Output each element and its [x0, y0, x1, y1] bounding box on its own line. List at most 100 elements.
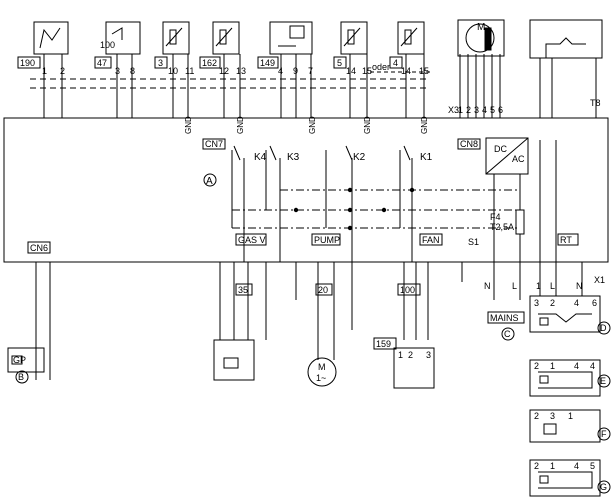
rt-tag [557, 233, 579, 246]
gnd-label-1: GND [184, 116, 193, 134]
mains-wires [461, 262, 521, 300]
sensor-162-pin-1: 12 [219, 66, 229, 76]
relay-wires-left [231, 150, 401, 228]
sensor-47-box [105, 21, 141, 55]
sensor-162-pin-2: 13 [236, 66, 246, 76]
rt-g-pin-4: 5 [590, 461, 595, 471]
gas-valve-coil [223, 357, 239, 369]
circle-f-label: F [601, 429, 607, 439]
mains-n2: N [576, 281, 583, 291]
sensor-3-pin-2: 11 [185, 66, 194, 76]
sensor-47-label: 47 [97, 58, 107, 68]
sensor-47-tag [94, 56, 112, 69]
sensor-4-tag [389, 56, 403, 69]
sensor-149-tag [257, 56, 279, 69]
terminal-35 [235, 283, 253, 296]
sensor-5-pin-1: 14 [346, 66, 356, 76]
circle-f [597, 427, 611, 441]
mains-l: L [512, 281, 517, 291]
cn7-tag [202, 138, 226, 150]
aux-pin-2: 2 [408, 350, 413, 360]
x1-label: X1 [594, 275, 605, 285]
relay-contacts [233, 145, 411, 161]
rt-variant-g-wire [538, 471, 593, 489]
rt-f-pin-3: 1 [568, 411, 573, 421]
circle-e-label: E [600, 376, 606, 386]
junction-dot [347, 225, 353, 231]
sensor-190-box [33, 21, 69, 55]
rt-g-pin-1: 2 [534, 461, 539, 471]
sensor-162-box [212, 21, 240, 55]
sensor-149-pin-2: 9 [293, 66, 298, 76]
sensor-5-tag [333, 56, 347, 69]
rt-f-pin-1: 2 [534, 411, 539, 421]
psu-ac: AC [512, 154, 525, 164]
circle-g [597, 480, 611, 494]
gas-v-tag [235, 233, 267, 246]
rt-variant-e-box [529, 359, 601, 397]
cn7-label: CN7 [205, 139, 223, 149]
relay-k3: K3 [287, 152, 300, 163]
board-label: A [206, 176, 213, 187]
circle-e [597, 374, 611, 388]
rt-e-pin-4: 4 [590, 361, 595, 371]
sensor-wires [43, 54, 597, 118]
rt-variant-g-box [529, 459, 601, 497]
terminal-100-label: 100 [400, 285, 415, 295]
x3-pin-4: 4 [482, 105, 487, 115]
psu-diagonal [485, 137, 529, 175]
sensor-4-pin-2: 15 [419, 66, 429, 76]
control-board [3, 117, 609, 263]
gp-label: GP [13, 355, 26, 365]
sensor-4-box [397, 21, 425, 55]
x3-pin-1: 1 [458, 105, 463, 115]
sensor-162-element [219, 29, 227, 45]
rt-variant-g-tag [539, 475, 549, 484]
sensor-4-arrow [400, 27, 418, 47]
fan-output-wires [403, 262, 429, 340]
gas-valve-wires [219, 262, 267, 340]
t8-box [529, 19, 603, 59]
gp-tag [11, 355, 23, 365]
sensor-190-symbol [39, 27, 61, 49]
relay-k2: K2 [353, 152, 366, 163]
sensor-149-pin-3: 7 [308, 66, 313, 76]
junction-dot [293, 207, 299, 213]
circle-d [597, 321, 611, 335]
pump-tag [311, 233, 341, 246]
gas-v-label: GAS V [238, 235, 266, 245]
fuse-f4 [515, 209, 525, 235]
switch-s1: S1 [468, 237, 479, 247]
sensor-47-pin-1: 3 [115, 66, 120, 76]
rt-variant-f-tag [543, 423, 557, 435]
x3-pin-2: 2 [466, 105, 471, 115]
sensor-190-pin-2: 2 [60, 66, 65, 76]
fan-motor-circle [465, 23, 495, 53]
sensor-190-tag [17, 56, 41, 69]
terminal-159-label: 159 [376, 339, 391, 349]
sensor-149-element [289, 25, 305, 39]
x3-pin-3: 3 [474, 105, 479, 115]
terminal-20 [315, 283, 333, 296]
x3-pin-6: 6 [498, 105, 503, 115]
sensor-47-pin-2: 8 [130, 66, 135, 76]
rt-e-pin-3: 4 [574, 361, 579, 371]
aux-pin-1: 1 [398, 350, 403, 360]
terminal-100 [397, 283, 421, 296]
relay-k1: K1 [420, 152, 433, 163]
sensor-190-label: 190 [20, 58, 35, 68]
sensor-47-switch [111, 27, 123, 40]
rt-f-pin-2: 3 [550, 411, 555, 421]
fuse-name: F4 [490, 212, 501, 222]
rt-wires [539, 262, 583, 296]
rt-variant-f-box [529, 409, 601, 443]
sensor-5-box [340, 21, 368, 55]
junction-dot [409, 187, 415, 193]
sensor-4-label: 4 [393, 58, 398, 68]
oder-label: oder [372, 62, 390, 72]
pump-motor [307, 357, 337, 387]
fan-tag [419, 233, 443, 246]
board-circle [203, 173, 217, 187]
power-wires [493, 140, 557, 262]
